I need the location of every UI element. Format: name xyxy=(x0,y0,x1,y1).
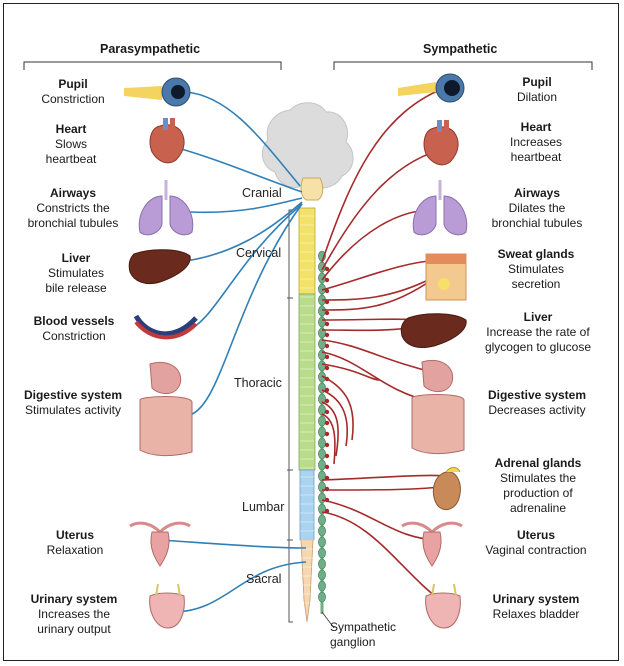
sacral-segment xyxy=(300,539,314,623)
ganglion-node xyxy=(318,338,326,350)
digestive-system-icon-left xyxy=(139,362,193,457)
nerve-junction-dot xyxy=(324,398,330,404)
adrenal-gland-icon xyxy=(432,467,461,510)
cervical-segment xyxy=(298,207,316,295)
ganglion-node xyxy=(318,525,326,537)
bladder-icon-right xyxy=(425,583,461,629)
nerve-junction-dot xyxy=(324,343,330,349)
parasympathetic-nerves xyxy=(159,91,307,613)
lumbar-segment xyxy=(299,469,315,541)
nerve-junction-dot xyxy=(324,453,330,459)
sympathetic-ganglion-label: Sympathetic ganglion xyxy=(330,620,397,649)
ganglion-node xyxy=(318,580,326,592)
thoracic-segment xyxy=(298,293,316,471)
liver-icon-left xyxy=(128,249,191,285)
lungs-icon-left xyxy=(138,180,194,236)
sympathetic-header: Sympathetic xyxy=(423,42,498,56)
cranial-label: Cranial xyxy=(242,186,282,200)
ganglion-node xyxy=(318,316,326,328)
nerve-junction-dot xyxy=(324,321,330,327)
blood-vessel-icon-left xyxy=(133,314,198,340)
eye-icon-right xyxy=(398,73,465,103)
parasympathetic-bracket xyxy=(23,61,282,70)
ganglion-node xyxy=(318,404,326,416)
nerve-junction-dot xyxy=(324,409,330,415)
sweat-gland-icon xyxy=(425,253,467,301)
figure-frame xyxy=(3,3,619,661)
ganglion-node xyxy=(318,547,326,559)
cervical-label: Cervical xyxy=(236,246,282,260)
sympathetic-bracket xyxy=(333,61,593,70)
ganglion-node xyxy=(318,591,326,603)
uterus-icon-left xyxy=(129,521,191,567)
ganglion-node xyxy=(318,305,326,317)
lungs-icon-right xyxy=(412,180,468,236)
thoracic-label: Thoracic xyxy=(234,376,282,390)
ganglion-node xyxy=(318,569,326,581)
liver-icon-right xyxy=(400,313,467,349)
nerve-junction-dot xyxy=(324,310,330,316)
heart-icon-right xyxy=(423,120,459,166)
ganglion-node xyxy=(318,470,326,482)
uterus-icon-right xyxy=(401,521,463,567)
nerve-junction-dot xyxy=(324,332,330,338)
nerve-junction-dot xyxy=(324,299,330,305)
sacral-label: Sacral xyxy=(246,572,282,586)
ganglion-node xyxy=(318,349,326,361)
ganglion-node xyxy=(318,536,326,548)
ganglion-node xyxy=(318,558,326,570)
ganglion-node xyxy=(318,426,326,438)
brainstem-icon xyxy=(300,177,324,201)
eye-icon-left xyxy=(124,77,191,107)
ganglion-node xyxy=(318,415,326,427)
ganglion-node xyxy=(318,393,326,405)
nerve-junction-dot xyxy=(324,420,330,426)
nerve-junction-dot xyxy=(324,266,330,272)
ganglion-node xyxy=(318,459,326,471)
lumbar-label: Lumbar xyxy=(242,500,285,514)
nerve-junction-dot xyxy=(324,431,330,437)
ganglion-node xyxy=(318,492,326,504)
nerve-junction-dot xyxy=(324,464,330,470)
parasympathetic-header: Parasympathetic xyxy=(100,42,201,56)
ganglion-node xyxy=(318,448,326,460)
nerve-junction-dot xyxy=(324,354,330,360)
ganglion-node xyxy=(318,360,326,372)
heart-icon-left xyxy=(149,118,185,164)
nerve-junction-dot xyxy=(324,442,330,448)
brain-icon xyxy=(261,102,354,189)
nerve-junction-dot xyxy=(324,288,330,294)
ganglion-node xyxy=(318,437,326,449)
ganglion-node xyxy=(318,272,326,284)
spinal-bracket xyxy=(288,209,293,623)
bladder-icon-left xyxy=(149,583,185,629)
digestive-system-icon-right xyxy=(411,360,465,455)
nerve-junction-dot xyxy=(324,365,330,371)
ganglion-node xyxy=(318,514,326,526)
nerve-junction-dot xyxy=(324,277,330,283)
